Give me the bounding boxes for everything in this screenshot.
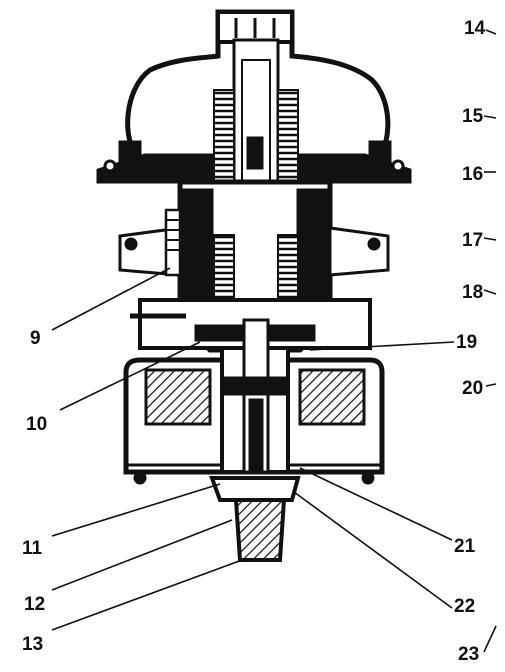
callout-labels: 9 10 11 12 13 14 15 16 17 18 19 20 21 22… — [22, 18, 486, 665]
lug-left — [118, 140, 142, 164]
plunger-ring — [220, 376, 290, 396]
rod-pin — [246, 136, 264, 170]
callout-15: 15 — [462, 106, 484, 127]
callout-13: 13 — [22, 634, 43, 655]
callout-16: 16 — [462, 164, 483, 185]
spring-right — [277, 89, 299, 186]
callout-18: 18 — [462, 282, 483, 303]
callout-22: 22 — [454, 596, 475, 617]
callout-23: 23 — [458, 644, 479, 665]
lug-right — [368, 140, 392, 164]
callout-10: 10 — [26, 414, 47, 435]
callout-19: 19 — [456, 332, 477, 353]
plunger-stem — [248, 398, 264, 474]
flange-bolt-left — [103, 159, 117, 173]
coil-right — [298, 368, 366, 426]
callout-12: 12 — [24, 594, 45, 615]
nozzle-body — [233, 498, 287, 562]
callout-14: 14 — [464, 18, 486, 39]
bolt-9 — [164, 208, 182, 277]
leader-lines — [51, 29, 497, 653]
callout-17: 17 — [462, 230, 483, 251]
spring-left — [213, 89, 235, 186]
side-boss-right — [328, 226, 390, 277]
callout-21: 21 — [454, 536, 476, 557]
callout-11: 11 — [22, 538, 43, 559]
coil-left — [144, 368, 212, 426]
callout-20: 20 — [462, 378, 483, 399]
valve-assembly — [96, 9, 412, 562]
callout-9: 9 — [30, 328, 41, 349]
flange-bolt-right — [391, 159, 405, 173]
nozzle-nut — [209, 476, 301, 502]
